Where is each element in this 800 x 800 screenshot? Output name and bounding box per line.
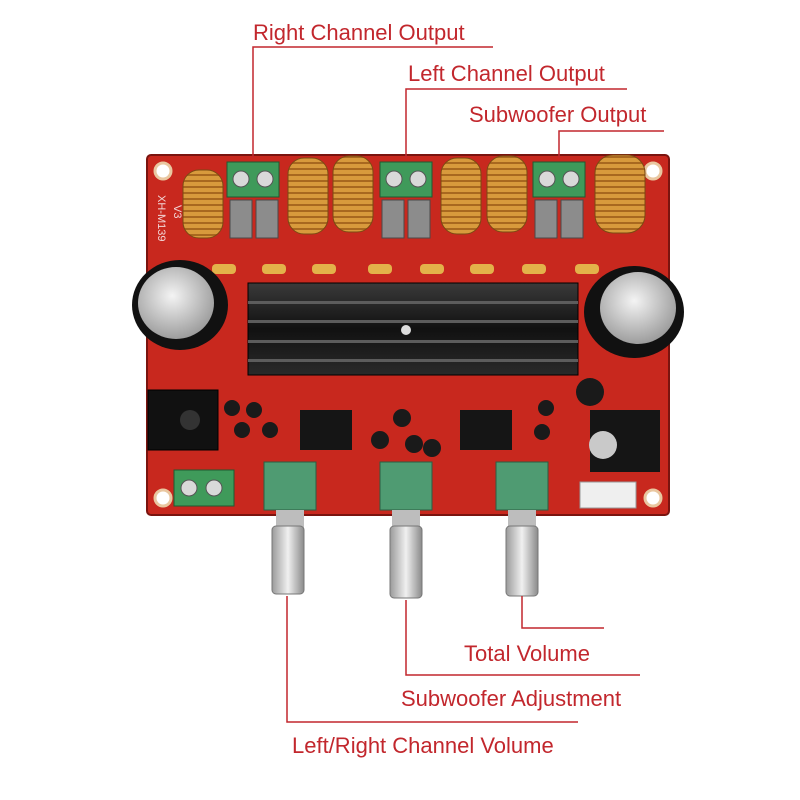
audio-input-jack — [589, 410, 660, 472]
leader-subwoofer-output — [558, 130, 664, 158]
mounting-hole — [643, 161, 663, 181]
opamp-ic-left — [300, 410, 352, 450]
right-channel-output-terminal — [226, 161, 280, 198]
mounting-hole — [153, 161, 173, 181]
filter-capacitors — [229, 199, 584, 239]
mounting-hole — [153, 488, 173, 508]
callout-subwoofer-output: Subwoofer Output — [469, 102, 647, 127]
leader-subwoofer-adjustment — [405, 600, 640, 676]
electrolytic-capacitor-left — [132, 260, 228, 350]
callout-left-right-channel-volume: Left/Right Channel Volume — [292, 733, 554, 758]
electrolytic-capacitor-right — [584, 266, 684, 358]
board-version-label: V3 — [171, 205, 183, 218]
left-channel-output-terminal — [379, 161, 433, 198]
power-input-terminal — [173, 469, 235, 507]
left-right-volume-potentiometer — [263, 461, 317, 595]
small-capacitors — [224, 378, 604, 457]
board-model-label: XH-M139 — [155, 195, 167, 241]
subwoofer-output-terminal — [532, 161, 586, 198]
total-volume-potentiometer — [495, 461, 549, 597]
callout-total-volume: Total Volume — [464, 641, 590, 666]
white-connector — [579, 481, 637, 509]
toroid-inductors — [182, 154, 646, 239]
leader-left-right-channel-volume — [286, 596, 578, 723]
leader-left-channel-output — [405, 88, 627, 158]
opamp-ic-right — [460, 410, 512, 450]
dc-power-jack — [147, 389, 219, 451]
callout-subwoofer-adjustment: Subwoofer Adjustment — [401, 686, 622, 711]
heatsink-screw — [401, 325, 411, 335]
callout-left-channel-output: Left Channel Output — [408, 61, 605, 86]
subwoofer-adjust-potentiometer — [379, 461, 433, 599]
leader-right-channel-output — [252, 46, 493, 158]
mounting-hole — [643, 488, 663, 508]
callout-right-channel-output: Right Channel Output — [253, 20, 465, 45]
heatsink — [247, 282, 579, 376]
leader-total-volume — [521, 596, 604, 629]
smd-component-row — [212, 264, 599, 274]
